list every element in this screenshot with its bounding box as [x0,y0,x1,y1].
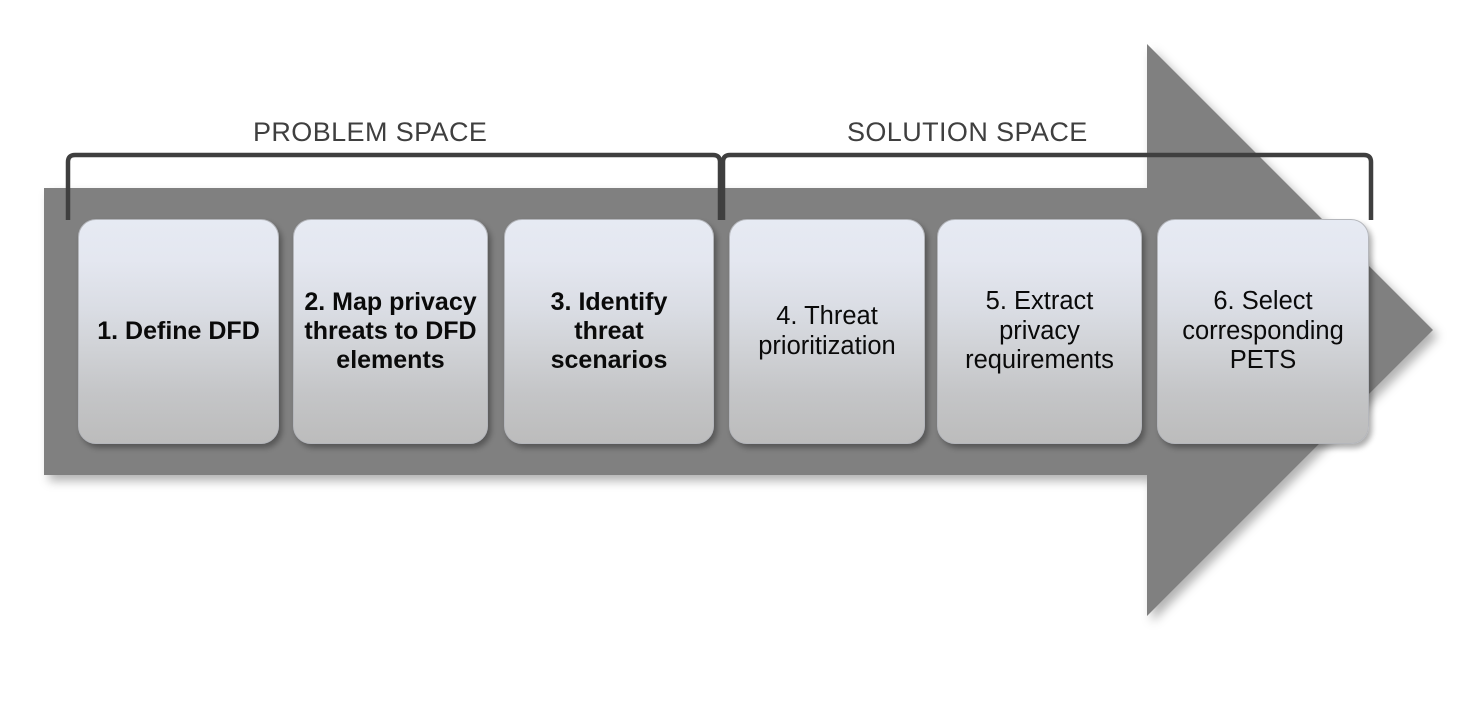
phase-label-solution-space: SOLUTION SPACE [847,117,1088,147]
process-step-2[interactable]: 2. Map privacy threats to DFD elements [293,219,488,444]
process-steps-row: 1. Define DFD 2. Map privacy threats to … [0,219,1472,444]
process-step-3-label: 3. Identify threat scenarios [550,288,668,374]
process-step-1-label: 1. Define DFD [97,317,260,345]
process-step-2-label: 2. Map privacy threats to DFD elements [304,288,477,374]
process-step-4-label: 4. Threat prioritization [758,301,896,360]
process-step-4[interactable]: 4. Threat prioritization [729,219,925,444]
phase-label-problem-space: PROBLEM SPACE [253,117,488,147]
process-step-5[interactable]: 5. Extract privacy requirements [937,219,1142,444]
process-step-3[interactable]: 3. Identify threat scenarios [504,219,714,444]
process-step-6-label: 6. Select corresponding PETS [1182,287,1344,375]
bracket-problem-space [65,152,723,220]
process-step-1[interactable]: 1. Define DFD [78,219,279,444]
process-step-5-label: 5. Extract privacy requirements [965,287,1114,375]
bracket-solution-space [720,152,1374,220]
process-step-6[interactable]: 6. Select corresponding PETS [1157,219,1369,444]
